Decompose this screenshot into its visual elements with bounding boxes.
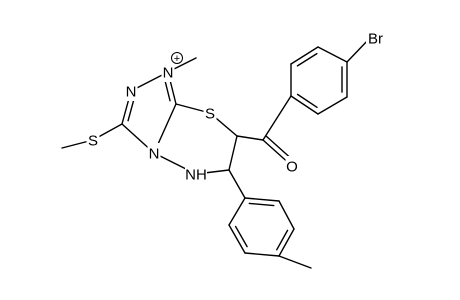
atom-n-imine-background xyxy=(124,81,138,101)
atom-s-methylthio: S xyxy=(88,133,98,150)
bond-c7-c6 xyxy=(228,135,238,171)
bond-c6-t1 xyxy=(228,169,246,199)
atom-s-ring: S xyxy=(205,106,215,123)
atom-n-plus: N xyxy=(163,65,174,82)
atom-br-background xyxy=(366,28,388,48)
atom-n-bridge-background xyxy=(147,143,161,163)
bond-t4-t5 xyxy=(244,252,280,257)
atom-o-background xyxy=(285,156,299,176)
atom-n-imine: N xyxy=(126,84,137,101)
bond-t1-t2-inner xyxy=(248,202,275,207)
bond-b5-b6 xyxy=(317,96,348,115)
atom-s-methylthio-background xyxy=(86,130,100,150)
charge-circle-icon xyxy=(171,52,183,64)
bond-b2-b3 xyxy=(290,46,319,65)
charge-plus-sign: + xyxy=(174,53,180,65)
bond-t3-t4 xyxy=(278,228,295,257)
atom-s-ring-background xyxy=(203,103,217,123)
bond-b2-b3-inner xyxy=(296,52,318,67)
bond-b4-b5 xyxy=(290,95,319,115)
bond-t2-t3 xyxy=(278,200,295,230)
bond-t5-t6-inner xyxy=(234,225,248,248)
bond-t5-t6 xyxy=(228,224,246,254)
atom-n-plus-background xyxy=(161,62,175,82)
bond-b1-b2 xyxy=(317,46,348,63)
bond-cco-c7 xyxy=(236,135,264,141)
bond-t1-t2 xyxy=(244,197,280,202)
atom-br: Br xyxy=(368,31,383,48)
atom-n-bridge: N xyxy=(149,146,160,163)
bonds xyxy=(61,37,371,269)
bond-t3-t4-inner xyxy=(276,229,289,251)
atom-nh-background xyxy=(185,164,207,184)
atom-nh: NH xyxy=(185,167,207,184)
bond-t6-t1 xyxy=(228,197,246,226)
bond-t4-me3 xyxy=(278,255,312,269)
bond-b4-b5-inner xyxy=(296,93,318,109)
atom-o: O xyxy=(286,159,298,176)
atom-labels: BrO S S N N N NH + xyxy=(86,28,388,184)
bond-b4-cco xyxy=(262,95,292,141)
